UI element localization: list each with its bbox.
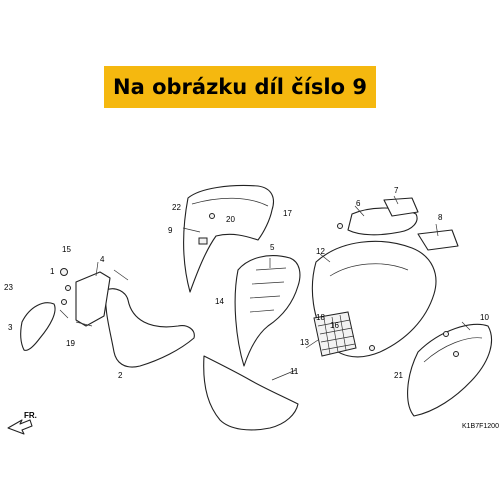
part-5-centre-panel bbox=[234, 255, 301, 367]
callout-4: 4 bbox=[100, 255, 105, 264]
callout-18: 18 bbox=[316, 313, 325, 322]
callout-21: 21 bbox=[394, 371, 403, 380]
callout-13: 13 bbox=[300, 338, 309, 347]
part-4-bracket bbox=[75, 271, 111, 327]
part-8-right-small-panel bbox=[417, 229, 459, 251]
callout-labels: 9 5 2 3 4 1 11 12 13 6 7 8 10 14 15 16 1… bbox=[4, 186, 489, 380]
callout-19: 19 bbox=[66, 339, 75, 348]
callout-17: 17 bbox=[283, 209, 292, 218]
callout-20: 20 bbox=[226, 215, 235, 224]
diagram-code: K1B7F1200 bbox=[462, 423, 499, 430]
part-7-right-top-clip bbox=[383, 197, 419, 217]
callout-2: 2 bbox=[118, 371, 123, 380]
callout-8: 8 bbox=[438, 213, 443, 222]
callout-12: 12 bbox=[316, 247, 325, 256]
callout-7: 7 bbox=[394, 186, 399, 195]
part-2-front-panel bbox=[105, 288, 195, 368]
leader-lines bbox=[59, 195, 471, 381]
callout-22: 22 bbox=[172, 203, 181, 212]
front-direction-arrow: FR. bbox=[7, 411, 37, 435]
part-10-right-lower-fairing bbox=[407, 323, 492, 417]
callout-10: 10 bbox=[480, 313, 489, 322]
callout-14: 14 bbox=[215, 297, 224, 306]
part-13-grille bbox=[313, 311, 357, 357]
callout-9: 9 bbox=[168, 226, 173, 235]
banner-text: Na obrázku díl číslo 9 bbox=[113, 75, 367, 99]
callout-11: 11 bbox=[290, 367, 299, 376]
callout-5: 5 bbox=[270, 243, 275, 252]
callout-1: 1 bbox=[50, 267, 55, 276]
part-3-side-piece bbox=[20, 302, 56, 351]
fasteners bbox=[60, 213, 459, 357]
callout-6: 6 bbox=[356, 199, 361, 208]
callout-15: 15 bbox=[62, 245, 71, 254]
part-number-banner: Na obrázku díl číslo 9 bbox=[104, 66, 376, 108]
callout-23: 23 bbox=[4, 283, 13, 292]
part-9-windscreen bbox=[182, 185, 275, 293]
callout-3: 3 bbox=[8, 323, 13, 332]
callout-16: 16 bbox=[330, 321, 339, 330]
direction-label: FR. bbox=[24, 411, 37, 420]
part-11-under-cover bbox=[203, 355, 299, 431]
